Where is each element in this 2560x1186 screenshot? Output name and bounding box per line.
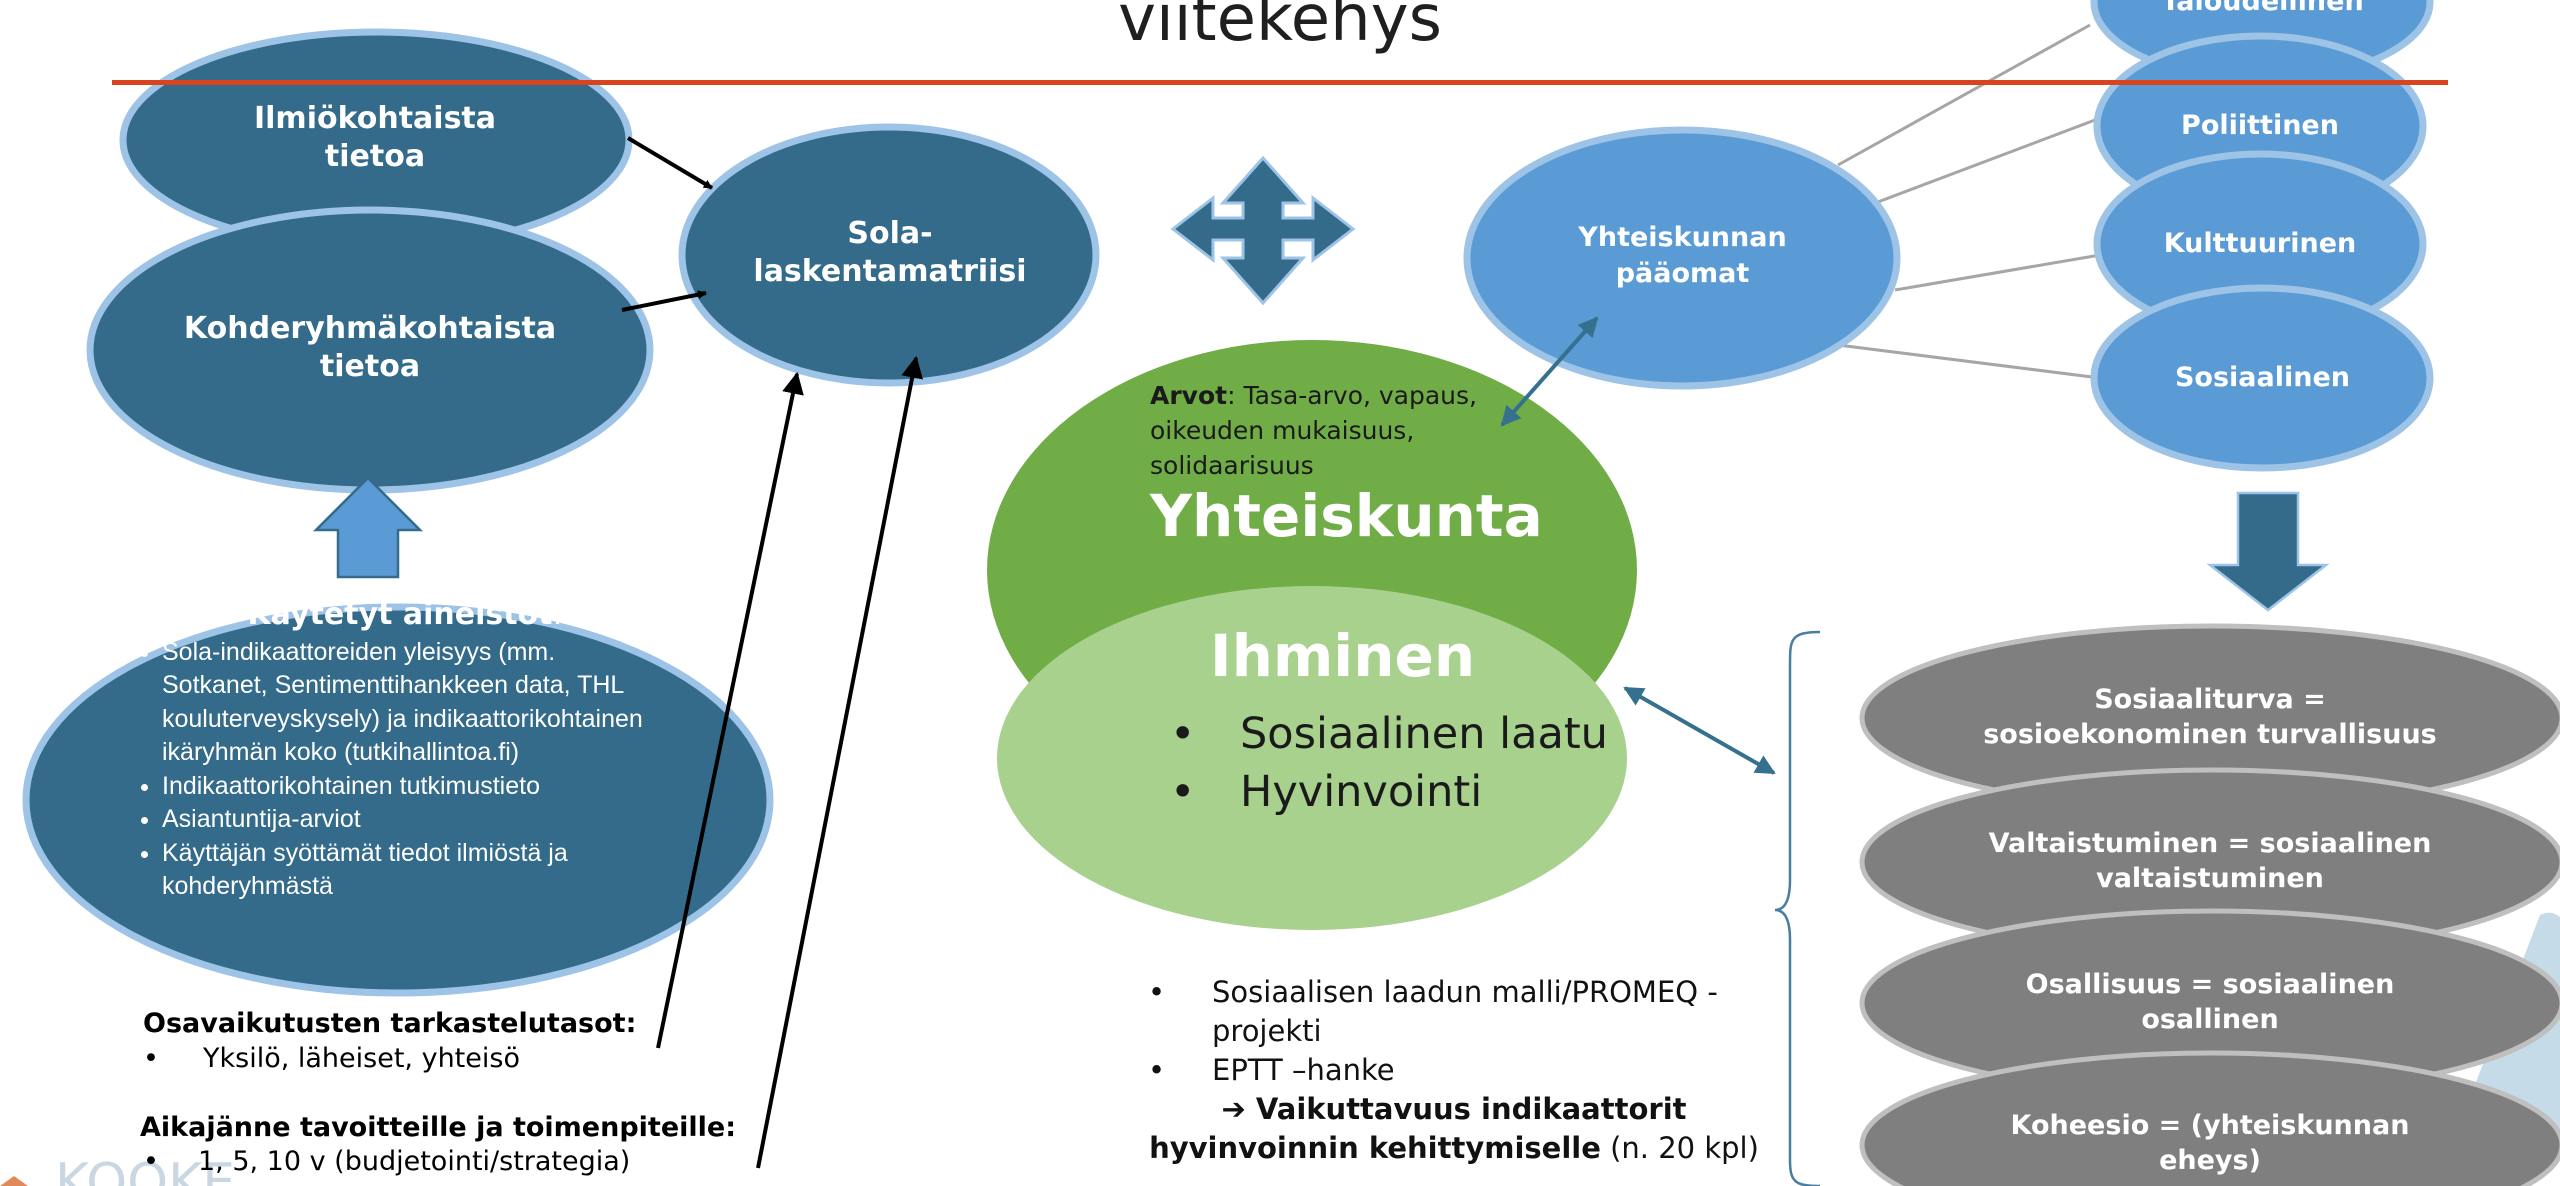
arrow-kohderyhma-to-sola bbox=[621, 290, 707, 312]
arrow-timeframe-to-sola bbox=[756, 355, 924, 1169]
four-way-arrow-icon bbox=[1170, 155, 1356, 306]
title-divider bbox=[112, 80, 2448, 85]
kulttuurinen-label: Kulttuurinen bbox=[2163, 228, 2357, 259]
arrow-levels-to-sola bbox=[656, 371, 804, 1049]
outcome-ellipse-4 bbox=[1859, 1050, 2560, 1186]
person-item: •Hyvinvointi bbox=[1170, 767, 1483, 817]
up-arrow-icon bbox=[312, 476, 424, 579]
sources-item: Käyttäjän syöttämät tiedot ilmiöstä ja k… bbox=[162, 837, 650, 904]
sola-label: Sola-laskentamatriisi bbox=[753, 216, 1027, 289]
sources-item: Asiantuntija-arviot bbox=[162, 803, 650, 837]
sources-ellipse bbox=[22, 603, 774, 997]
sola-ellipse bbox=[678, 123, 1100, 387]
kohderyhma-label: Kohderyhmäkohtaista tietoa bbox=[183, 311, 557, 384]
outcome-label-2: Valtaistuminen = sosiaalinen valtaistumi… bbox=[1988, 828, 2432, 894]
page-title: viitekehys bbox=[1118, 0, 1442, 56]
sources-list: Sola-indikaattoreiden yleisyys (mm. Sotk… bbox=[130, 636, 650, 904]
arrow-ilmio-to-sola bbox=[626, 136, 714, 190]
poliittinen-label: Poliittinen bbox=[2181, 110, 2339, 141]
timeframe-item: •1, 5, 10 v (budjetointi/strategia) bbox=[143, 1146, 631, 1177]
person-list: •Sosiaalinen laatu •Hyvinvointi bbox=[1170, 705, 1608, 821]
taloudellinen-label: Taloudellinen bbox=[2161, 0, 2364, 17]
model-note-item: •EPTT –hanke bbox=[1148, 1053, 1395, 1087]
sources-title: Käytetyt aineistot: bbox=[247, 597, 563, 632]
arrow-values-capitals bbox=[1500, 316, 1599, 427]
capital-connectors bbox=[1837, 23, 2101, 380]
sosiaalinen-label: Sosiaalinen bbox=[2174, 362, 2351, 393]
sources-item: Sola-indikaattoreiden yleisyys (mm. Sotk… bbox=[162, 636, 650, 770]
society-title: Yhteiskunta bbox=[1150, 482, 1543, 550]
watermark-text: KOOKE bbox=[55, 1153, 235, 1186]
levels-item: •Yksilö, läheiset, yhteisö bbox=[143, 1043, 520, 1074]
impact-note: ➔ Vaikuttavuus indikaattorit hyvinvoinni… bbox=[1149, 1092, 1759, 1165]
watermark-mark-icon bbox=[0, 1176, 28, 1186]
society-values: Arvot: Tasa-arvo, vapaus, oikeuden mukai… bbox=[1150, 381, 1477, 480]
down-arrow-icon bbox=[2206, 491, 2330, 612]
levels-title: Osavaikutusten tarkastelutasot: bbox=[143, 1008, 637, 1039]
sources-block: Käytetyt aineistot: Sola-indikaattoreide… bbox=[130, 598, 650, 904]
outcome-label-1: Sosiaaliturva = sosioekonominen turvalli… bbox=[1983, 684, 2437, 750]
person-title: Ihminen bbox=[1210, 622, 1476, 690]
outcome-label-3: Osallisuus = sosiaalinen osallinen bbox=[2025, 969, 2395, 1035]
arrow-person-outcomes bbox=[1623, 686, 1776, 775]
timeframe-title: Aikajänne tavoitteille ja toimenpiteille… bbox=[140, 1112, 737, 1143]
yhteiskunnan-paaomat-label: Yhteiskunnan pääomat bbox=[1578, 222, 1787, 289]
model-notes: •Sosiaalisen laadun malli/PROMEQ -projek… bbox=[1148, 973, 1788, 1168]
outcome-label-4: Koheesio = (yhteiskunnan eheys) bbox=[2010, 1110, 2410, 1176]
ilmio-label: Ilmiökohtaista tietoa bbox=[253, 101, 497, 174]
outcomes-brace bbox=[1774, 630, 1821, 1186]
model-note-item: •Sosiaalisen laadun malli/PROMEQ -projek… bbox=[1148, 975, 1718, 1048]
sources-item: Indikaattorikohtainen tutkimustieto bbox=[162, 770, 650, 804]
person-ellipse bbox=[997, 586, 1627, 930]
sosiaalinen-ellipse bbox=[2090, 284, 2434, 472]
person-item: •Sosiaalinen laatu bbox=[1170, 709, 1608, 759]
